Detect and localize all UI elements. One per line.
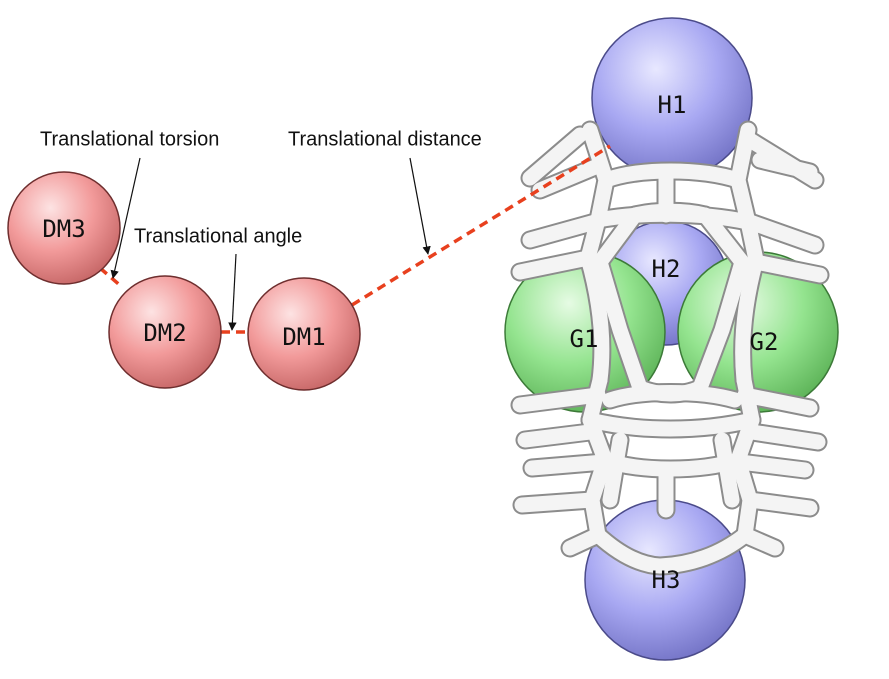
torsion-arrow — [110, 157, 141, 279]
dm1-label: DM1 — [282, 323, 325, 351]
restraint-dm3-dm2 — [98, 266, 124, 289]
angle-label: Translational angle — [134, 225, 302, 247]
angle-arrow — [228, 253, 237, 331]
host-cage-bonds — [510, 120, 830, 576]
g2-label: G2 — [750, 328, 779, 356]
torsion-label: Translational torsion — [40, 128, 219, 150]
dummy-atom-dm3 — [7, 171, 121, 285]
dm3-label: DM3 — [42, 215, 85, 243]
dummy-atom-dm1 — [247, 277, 361, 391]
restraint-dm1-h1 — [351, 144, 611, 307]
h3-label: H3 — [652, 566, 681, 594]
restraint-lines — [98, 144, 611, 334]
dm2-label: DM2 — [143, 319, 186, 347]
h2-label: H2 — [652, 255, 681, 283]
dummy-atom-dm2 — [108, 275, 222, 389]
annotation-arrows — [110, 157, 431, 331]
distance-arrow — [409, 157, 431, 255]
g1-label: G1 — [570, 325, 599, 353]
distance-label: Translational distance — [288, 128, 482, 150]
h1-label: H1 — [658, 91, 687, 119]
